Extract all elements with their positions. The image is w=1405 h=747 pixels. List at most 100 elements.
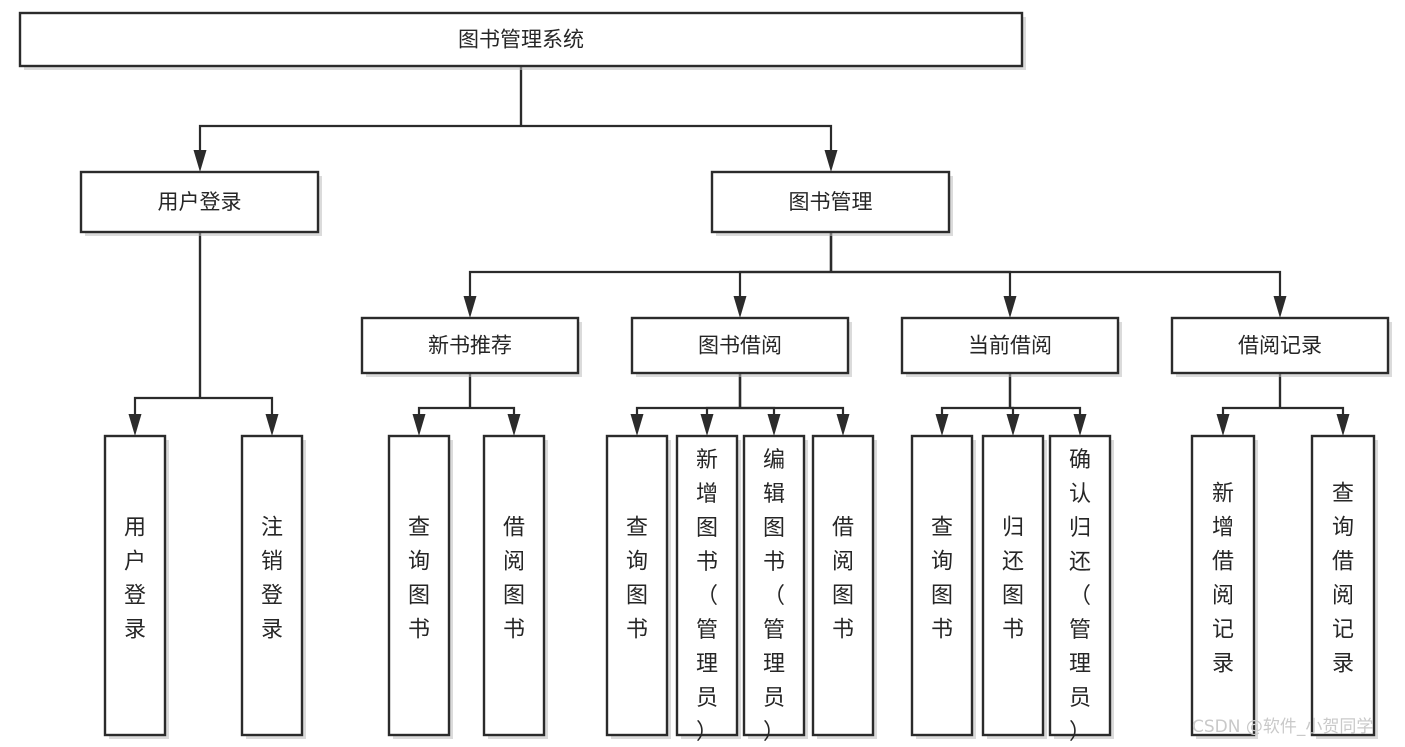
node-leaf-query-book-1[interactable]: 查询图书 <box>387 434 453 739</box>
node-leaf-add-book[interactable]: 新增图书（管理员） <box>675 434 741 745</box>
connector-root-to-user-login <box>193 66 523 172</box>
node-label: 图书管理系统 <box>458 28 584 52</box>
connector-drop <box>521 124 833 150</box>
node-leaf-borrow-book-1[interactable]: 借阅图书 <box>482 434 548 739</box>
arrow-head-icon <box>1273 296 1287 318</box>
node-leaf-logout[interactable]: 注销登录 <box>240 434 306 739</box>
arrow-head-icon <box>733 296 747 318</box>
connector-drop <box>470 406 516 414</box>
node-leaf-return-book[interactable]: 归还图书 <box>981 434 1047 739</box>
connector-drop <box>635 406 740 414</box>
connector-book-manage-to-book-borrow <box>733 232 833 318</box>
connector-drop <box>417 406 470 414</box>
node-box[interactable] <box>1310 434 1376 737</box>
node-leaf-query-book-3[interactable]: 查询图书 <box>910 434 976 739</box>
connector-current-borrow-to-leaf-confirm-return <box>1008 373 1087 436</box>
node-box[interactable] <box>103 434 167 737</box>
connector-drop <box>831 270 1012 296</box>
node-box[interactable] <box>811 434 875 737</box>
arrow-head-icon <box>767 414 781 436</box>
arrow-head-icon <box>1006 414 1020 436</box>
node-box[interactable] <box>1170 316 1390 375</box>
connector-book-manage-to-current-borrow <box>829 232 1017 318</box>
node-box[interactable] <box>900 316 1120 375</box>
connector-user-login-to-leaf-logout <box>198 232 279 436</box>
node-label: 图书管理 <box>789 190 873 214</box>
node-root[interactable]: 图书管理系统 <box>18 11 1026 70</box>
node-label: 用户登录 <box>124 516 146 643</box>
node-borrow-record[interactable]: 借阅记录 <box>1170 316 1392 377</box>
node-label: 借阅图书 <box>832 516 854 643</box>
node-box[interactable] <box>710 170 951 234</box>
connector-book-borrow-to-leaf-edit-book <box>738 373 781 436</box>
connector-drop <box>705 406 740 414</box>
node-book-manage[interactable]: 图书管理 <box>710 170 953 236</box>
node-label: 注销登录 <box>261 516 283 643</box>
node-label: 编辑图书（管理员） <box>763 448 785 745</box>
node-box[interactable] <box>79 170 320 234</box>
arrow-head-icon <box>265 414 279 436</box>
connector-user-login-to-leaf-user-login <box>128 232 202 436</box>
node-label: 查询图书 <box>931 516 953 643</box>
arrow-head-icon <box>824 150 838 172</box>
node-box[interactable] <box>18 11 1024 68</box>
connector-book-manage-to-new-book-recommend <box>463 232 833 318</box>
node-box[interactable] <box>1190 434 1256 737</box>
node-current-borrow[interactable]: 当前借阅 <box>900 316 1122 377</box>
node-user-login[interactable]: 用户登录 <box>79 170 322 236</box>
node-label: 当前借阅 <box>968 334 1052 358</box>
arrow-head-icon <box>412 414 426 436</box>
node-box[interactable] <box>630 316 850 375</box>
connector-book-borrow-to-leaf-query-book-2 <box>630 373 742 436</box>
node-box[interactable] <box>981 434 1045 737</box>
arrow-head-icon <box>507 414 521 436</box>
node-leaf-query-record[interactable]: 查询借阅记录 <box>1310 434 1378 739</box>
node-box[interactable] <box>360 316 580 375</box>
node-label: 确认归还（管理员） <box>1069 448 1091 745</box>
node-leaf-confirm-return[interactable]: 确认归还（管理员） <box>1048 434 1114 745</box>
node-leaf-borrow-book-2[interactable]: 借阅图书 <box>811 434 877 739</box>
csdn-watermark: CSDN @软件_小贺同学 <box>1192 717 1373 737</box>
node-label: 查询图书 <box>626 516 648 643</box>
connector-drop <box>940 406 1010 414</box>
node-label: 查询借阅记录 <box>1332 482 1354 677</box>
node-leaf-user-login[interactable]: 用户登录 <box>103 434 169 739</box>
node-box[interactable] <box>910 434 974 737</box>
node-box[interactable] <box>482 434 546 737</box>
node-leaf-add-record[interactable]: 新增借阅记录 <box>1190 434 1258 739</box>
connector-book-borrow-to-leaf-add-book <box>700 373 742 436</box>
arrow-head-icon <box>935 414 949 436</box>
connector-book-borrow-to-leaf-borrow-book-2 <box>738 373 850 436</box>
connector-current-borrow-to-leaf-query-book-3 <box>935 373 1012 436</box>
arrow-head-icon <box>1216 414 1230 436</box>
node-book-borrow[interactable]: 图书借阅 <box>630 316 852 377</box>
connector-drop <box>1280 406 1345 414</box>
node-box[interactable] <box>1048 434 1112 737</box>
arrow-head-icon <box>1336 414 1350 436</box>
arrow-head-icon <box>700 414 714 436</box>
connector-drop <box>1221 406 1280 414</box>
node-leaf-edit-book[interactable]: 编辑图书（管理员） <box>742 434 808 745</box>
node-label: 图书借阅 <box>698 334 782 358</box>
node-box[interactable] <box>605 434 669 737</box>
connector-drop <box>831 270 1282 296</box>
node-box[interactable] <box>240 434 304 737</box>
node-box[interactable] <box>675 434 739 737</box>
connector-layer <box>128 66 1350 436</box>
connector-book-manage-to-borrow-record <box>829 232 1287 318</box>
node-new-book-recommend[interactable]: 新书推荐 <box>360 316 582 377</box>
connector-current-borrow-to-leaf-return-book <box>1006 373 1020 436</box>
connector-drop <box>1010 406 1082 414</box>
arrow-head-icon <box>193 150 207 172</box>
node-leaf-query-book-2[interactable]: 查询图书 <box>605 434 671 739</box>
node-box[interactable] <box>742 434 806 737</box>
node-label: 用户登录 <box>158 190 242 214</box>
connector-drop <box>468 270 831 296</box>
connector-drop <box>198 124 521 150</box>
node-label: 查询图书 <box>408 516 430 643</box>
node-label: 新增借阅记录 <box>1212 482 1234 677</box>
node-label: 借阅记录 <box>1238 334 1322 358</box>
node-box[interactable] <box>387 434 451 737</box>
